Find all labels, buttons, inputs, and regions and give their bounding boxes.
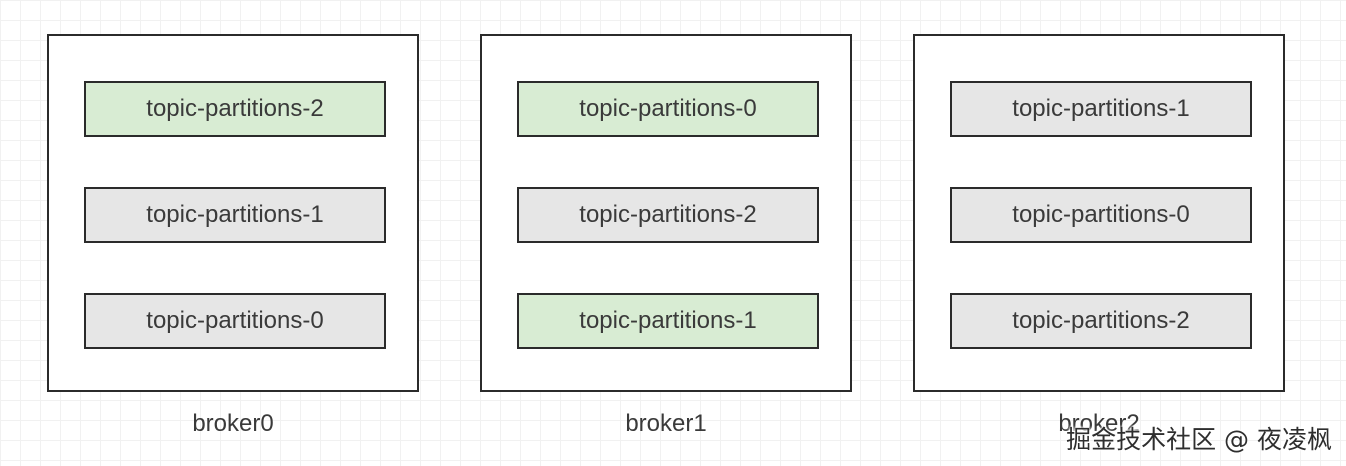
broker-label: broker2 <box>1058 410 1140 437</box>
partition-box: topic-partitions-1 <box>517 293 819 349</box>
partition-box: topic-partitions-2 <box>84 81 386 137</box>
partition-box: topic-partitions-0 <box>517 81 819 137</box>
broker-label: broker0 <box>192 410 274 437</box>
partition-box: topic-partitions-2 <box>950 293 1252 349</box>
broker-box-1: topic-partitions-0 topic-partitions-2 to… <box>480 34 852 392</box>
watermark-text: 掘金技术社区 @ 夜凌枫 <box>1066 425 1332 454</box>
partition-box: topic-partitions-2 <box>517 187 819 243</box>
broker-box-0: topic-partitions-2 topic-partitions-1 to… <box>47 34 419 392</box>
partition-box: topic-partitions-0 <box>950 187 1252 243</box>
partition-box: topic-partitions-1 <box>950 81 1252 137</box>
broker-box-2: topic-partitions-1 topic-partitions-0 to… <box>913 34 1285 392</box>
partition-box: topic-partitions-0 <box>84 293 386 349</box>
partition-box: topic-partitions-1 <box>84 187 386 243</box>
broker-label: broker1 <box>625 410 707 437</box>
